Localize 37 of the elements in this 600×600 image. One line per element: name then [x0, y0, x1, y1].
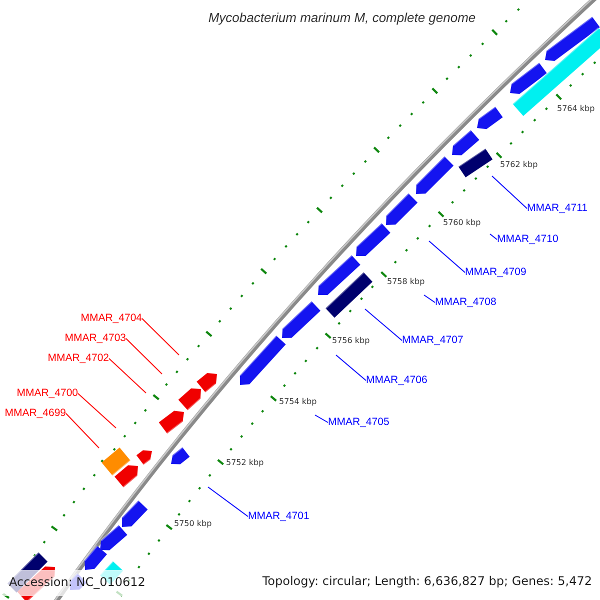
- leader-line: [424, 294, 436, 303]
- leader-line: [428, 240, 466, 273]
- leader-line: [108, 358, 146, 394]
- scale-label: 5764 kbp: [557, 104, 595, 113]
- gene-label: MMAR_4699: [4, 407, 66, 420]
- gene-label: MMAR_4706: [366, 374, 428, 387]
- leader-line: [364, 308, 402, 341]
- gene-label: MMAR_4700: [16, 387, 78, 400]
- gene-label: MMAR_4707: [402, 334, 464, 347]
- leader-line: [66, 413, 100, 448]
- scale-label: 5762 kbp: [500, 160, 538, 169]
- leader-line: [208, 486, 248, 517]
- summary-text: Topology: circular; Length: 6,636,827 bp; Genes: 5,472: [262, 574, 592, 588]
- gene-label: MMAR_4711: [527, 202, 588, 215]
- scale-label: 5756 kbp: [332, 336, 370, 345]
- title: Mycobacterium marinum M, complete genome: [208, 10, 476, 25]
- scale-label: 5752 kbp: [226, 458, 264, 467]
- gene-label: MMAR_4702: [48, 352, 109, 365]
- gene-label: MMAR_4705: [328, 416, 390, 429]
- leader-line: [142, 318, 180, 356]
- gene-label: MMAR_4709: [465, 266, 526, 279]
- leader-line: [314, 414, 328, 423]
- leader-line: [78, 393, 116, 428]
- scale-label: 5760 kbp: [443, 218, 481, 227]
- accession-text: Accession: NC_010612: [9, 575, 146, 589]
- leader-line: [336, 354, 366, 381]
- gene-label: MMAR_4703: [64, 332, 126, 345]
- leader-line: [490, 234, 498, 240]
- scale-label: 5758 kbp: [387, 277, 425, 286]
- gene-label: MMAR_4708: [435, 296, 496, 309]
- gene-label: MMAR_4710: [497, 233, 558, 246]
- scale-label: 5754 kbp: [279, 397, 317, 406]
- leader-line: [126, 338, 162, 374]
- leader-line: [492, 176, 528, 209]
- gene-label: MMAR_4704: [80, 312, 142, 325]
- scale-label: 5750 kbp: [174, 519, 212, 528]
- gene-label: MMAR_4701: [248, 510, 310, 523]
